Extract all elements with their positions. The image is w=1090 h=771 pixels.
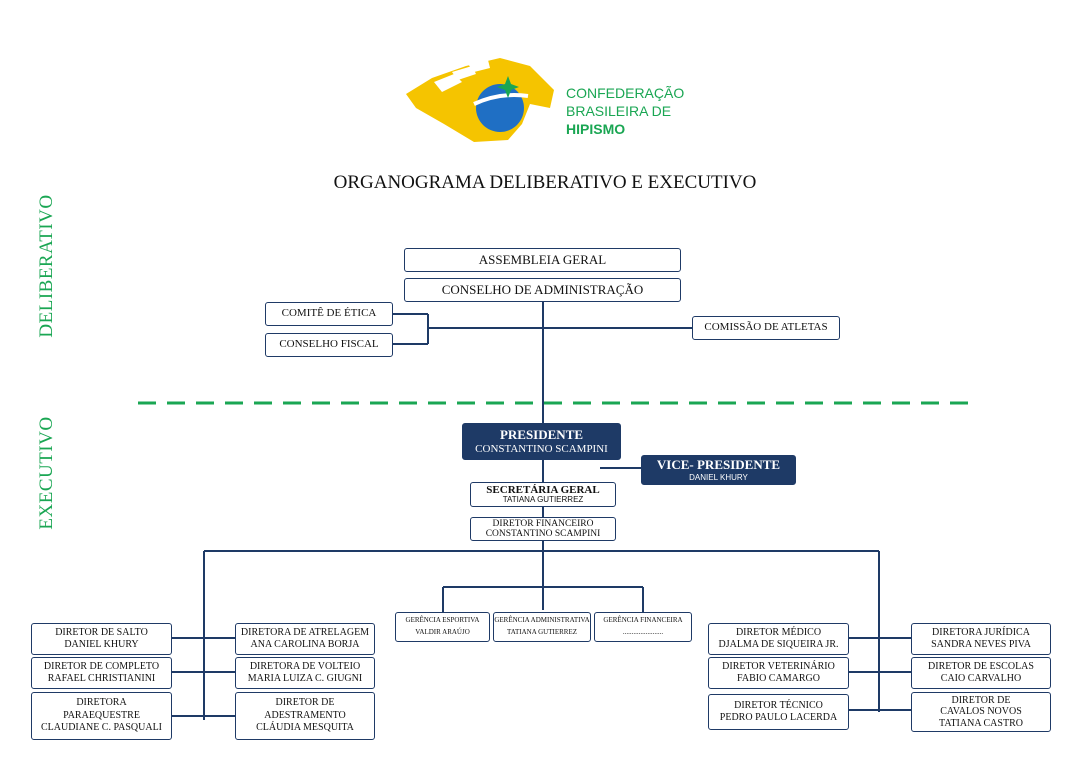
diretor-tecnico-name: PEDRO PAULO LACERDA xyxy=(719,712,838,723)
gerencia-financeira-box: GERÊNCIA FINANCEIRA ....................… xyxy=(594,612,692,642)
diretor-medico-box: DIRETOR MÉDICO DJALMA DE SIQUEIRA JR. xyxy=(708,623,849,655)
logo-wordmark: CONFEDERAÇÃO BRASILEIRA DE HIPISMO xyxy=(566,84,684,138)
diretora-paraequestre-name: CLAUDIANE C. PASQUALI xyxy=(40,722,163,734)
diretor-veterinario-name: FABIO CAMARGO xyxy=(737,673,820,684)
side-label-deliberativo: DELIBERATIVO xyxy=(36,194,57,338)
secretaria-geral-title: SECRETÁRIA GERAL xyxy=(486,483,600,496)
secretaria-geral-box: SECRETÁRIA GERAL TATIANA GUTIERREZ xyxy=(470,482,616,507)
diretora-juridica-title: DIRETORA JURÍDICA xyxy=(932,626,1030,638)
horse-logo-icon xyxy=(406,58,554,142)
gerencia-esportiva-title: GERÊNCIA ESPORTIVA xyxy=(405,616,480,625)
gerencia-financeira-name: ....................... xyxy=(622,628,664,636)
page-title: ORGANOGRAMA DELIBERATIVO E EXECUTIVO xyxy=(333,172,757,193)
diretora-paraequestre-box: DIRETORA PARAEQUESTRE CLAUDIANE C. PASQU… xyxy=(31,692,172,740)
diretora-atrelagem-title: DIRETORA DE ATRELAGEM xyxy=(240,626,370,638)
vice-presidente-title: VICE- PRESIDENTE xyxy=(656,456,781,472)
diretor-tecnico-title: DIRETOR TÉCNICO xyxy=(734,699,823,711)
comissao-atletas-label: COMISSÃO DE ATLETAS xyxy=(704,321,828,334)
diretor-financeiro-box: DIRETOR FINANCEIRO CONSTANTINO SCAMPINI xyxy=(470,517,616,541)
gerencia-esportiva-box: GERÊNCIA ESPORTIVA VALDIR ARAÚJO xyxy=(395,612,490,642)
diretora-atrelagem-name: ANA CAROLINA BORJA xyxy=(250,639,360,650)
diretora-atrelagem-box: DIRETORA DE ATRELAGEM ANA CAROLINA BORJA xyxy=(235,623,375,655)
diretor-cavalos-novos-box: DIRETOR DE CAVALOS NOVOS TATIANA CASTRO xyxy=(911,692,1051,732)
diretora-juridica-name: SANDRA NEVES PIVA xyxy=(931,639,1031,650)
diretora-volteio-box: DIRETORA DE VOLTEIO MARIA LUIZA C. GIUGN… xyxy=(235,657,375,689)
secretaria-geral-name: TATIANA GUTIERREZ xyxy=(502,495,584,505)
diretora-paraequestre-title: DIRETORA xyxy=(76,697,127,709)
diretor-adestramento-name: CLÁUDIA MESQUITA xyxy=(256,722,354,734)
conselho-administracao-box: CONSELHO DE ADMINISTRAÇÃO xyxy=(404,278,681,302)
diretor-tecnico-box: DIRETOR TÉCNICO PEDRO PAULO LACERDA xyxy=(708,694,849,730)
diretor-salto-title: DIRETOR DE SALTO xyxy=(55,626,148,638)
diretora-volteio-title: DIRETORA DE VOLTEIO xyxy=(249,660,361,672)
diretor-medico-title: DIRETOR MÉDICO xyxy=(735,626,822,638)
diretor-cavalos-novos-title2: CAVALOS NOVOS xyxy=(940,706,1022,718)
logo-line-2: BRASILEIRA DE xyxy=(566,103,672,119)
gerencia-administrativa-title: GERÊNCIA ADMINISTRATIVA xyxy=(494,616,590,625)
diretor-escolas-name: CAIO CARVALHO xyxy=(940,673,1022,684)
vice-presidente-box: VICE- PRESIDENTE DANIEL KHURY xyxy=(641,455,796,485)
vice-presidente-name: DANIEL KHURY xyxy=(689,473,748,483)
diretor-salto-box: DIRETOR DE SALTO DANIEL KHURY xyxy=(31,623,172,655)
diretor-adestramento-title: DIRETOR DE xyxy=(275,697,335,709)
diretor-escolas-box: DIRETOR DE ESCOLAS CAIO CARVALHO xyxy=(911,657,1051,689)
comissao-atletas-box: COMISSÃO DE ATLETAS xyxy=(692,316,840,340)
diretor-veterinario-title: DIRETOR VETERINÁRIO xyxy=(722,660,835,672)
logo-line-1: CONFEDERAÇÃO xyxy=(566,85,685,101)
diretor-cavalos-novos-name: TATIANA CASTRO xyxy=(939,717,1023,729)
presidente-title: PRESIDENTE xyxy=(499,426,584,442)
conselho-administracao-label: CONSELHO DE ADMINISTRAÇÃO xyxy=(441,281,644,297)
presidente-box: PRESIDENTE CONSTANTINO SCAMPINI xyxy=(462,423,621,460)
diretor-adestramento-box: DIRETOR DE ADESTRAMENTO CLÁUDIA MESQUITA xyxy=(235,692,375,740)
diretora-juridica-box: DIRETORA JURÍDICA SANDRA NEVES PIVA xyxy=(911,623,1051,655)
diretor-veterinario-box: DIRETOR VETERINÁRIO FABIO CAMARGO xyxy=(708,657,849,689)
diretor-financeiro-title: DIRETOR FINANCEIRO xyxy=(492,518,594,529)
comite-etica-box: COMITÊ DE ÉTICA xyxy=(265,302,393,326)
gerencia-administrativa-box: GERÊNCIA ADMINISTRATIVA TATIANA GUTIERRE… xyxy=(493,612,591,642)
logo-line-3: HIPISMO xyxy=(566,121,626,137)
conselho-fiscal-box: CONSELHO FISCAL xyxy=(265,333,393,357)
diretora-paraequestre-title2: PARAEQUESTRE xyxy=(63,709,140,721)
assembleia-geral-label: ASSEMBLEIA GERAL xyxy=(478,251,607,267)
gerencia-administrativa-name: TATIANA GUTIERREZ xyxy=(506,628,577,636)
side-label-executivo: EXECUTIVO xyxy=(36,416,57,530)
diretor-financeiro-name: CONSTANTINO SCAMPINI xyxy=(485,529,601,539)
diretora-volteio-name: MARIA LUIZA C. GIUGNI xyxy=(247,673,363,684)
gerencia-esportiva-name: VALDIR ARAÚJO xyxy=(415,628,470,636)
diretor-escolas-title: DIRETOR DE ESCOLAS xyxy=(928,660,1034,672)
diretor-medico-name: DJALMA DE SIQUEIRA JR. xyxy=(718,639,839,650)
diretor-completo-box: DIRETOR DE COMPLETO RAFAEL CHRISTIANINI xyxy=(31,657,172,689)
diretor-cavalos-novos-title: DIRETOR DE xyxy=(951,694,1011,706)
assembleia-geral-box: ASSEMBLEIA GERAL xyxy=(404,248,681,272)
diretor-completo-title: DIRETOR DE COMPLETO xyxy=(43,660,160,672)
conselho-fiscal-label: CONSELHO FISCAL xyxy=(279,338,379,351)
gerencia-financeira-title: GERÊNCIA FINANCEIRA xyxy=(603,616,683,625)
diretor-completo-name: RAFAEL CHRISTIANINI xyxy=(47,673,156,684)
presidente-name: CONSTANTINO SCAMPINI xyxy=(475,442,608,455)
diretor-adestramento-title2: ADESTRAMENTO xyxy=(264,709,346,721)
comite-etica-label: COMITÊ DE ÉTICA xyxy=(281,307,377,320)
diretor-salto-name: DANIEL KHURY xyxy=(64,639,139,650)
